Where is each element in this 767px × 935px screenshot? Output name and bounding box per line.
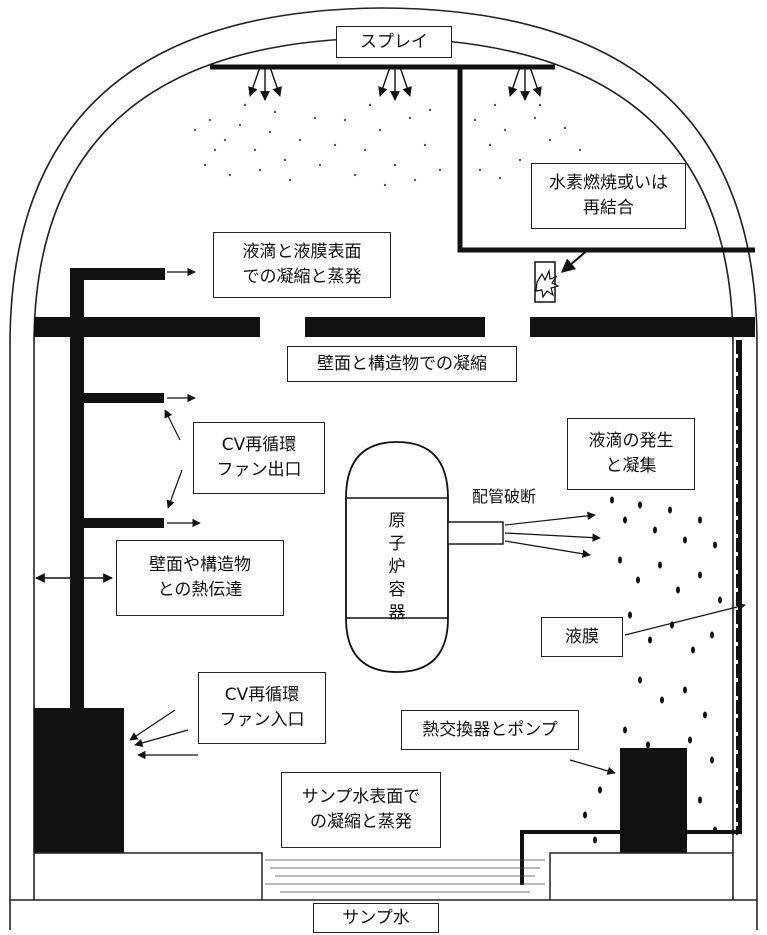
droplet-generation-label: 液滴の発生 と凝集 xyxy=(567,418,695,490)
cv-fan-inlet-line1: CV再循環 xyxy=(224,685,300,706)
cv-duct-vertical xyxy=(70,268,84,708)
combustion-burst-icon xyxy=(535,268,560,299)
cv-duct-mid-outlet xyxy=(84,393,164,403)
heat-exchanger-pump-text: 熱交換器とポンプ xyxy=(422,719,558,740)
hydrogen-arrow xyxy=(560,247,591,273)
droplet-film-condensation-line1: 液滴と液膜表面 xyxy=(242,242,362,263)
droplet-generation-line2: と凝集 xyxy=(605,456,657,476)
floor-slab-left xyxy=(34,317,260,337)
cv-duct-low-outlet xyxy=(84,518,164,528)
sump-surface-line1: サンプ水表面で xyxy=(301,787,421,808)
cv-fan-outlet-line1: CV再循環 xyxy=(221,435,297,456)
hydrogen-combustion-line1: 水素燃焼或いは xyxy=(549,173,668,194)
heat-exchanger-pump-unit xyxy=(620,748,687,853)
floor-slab-middle xyxy=(305,317,485,337)
spray-label-text: スプレイ xyxy=(360,31,428,52)
hydrogen-combustion-label: 水素燃焼或いは 再結合 xyxy=(531,163,686,229)
droplet-film-condensation-label: 液滴と液膜表面 での凝縮と蒸発 xyxy=(213,232,391,298)
spray-label: スプレイ xyxy=(336,26,452,58)
cv-duct-top-outlet xyxy=(70,268,165,280)
broken-pipe xyxy=(447,521,504,545)
recirculation-pipe xyxy=(520,340,742,885)
wall-heat-transfer-label: 壁面や構造物 との熱伝達 xyxy=(116,540,284,616)
liquid-film-label: 液膜 xyxy=(541,617,623,657)
reactor-vessel-label: 原子炉容器 xyxy=(388,511,406,623)
containment-outer-wall xyxy=(9,7,758,930)
wall-structure-condensation-text: 壁面と構造物での凝縮 xyxy=(317,353,487,374)
cv-fan-inlet-line2: ファン入口 xyxy=(219,710,305,730)
wall-heat-transfer-line1: 壁面や構造物 xyxy=(149,555,251,576)
wall-heat-transfer-line2: との熱伝達 xyxy=(157,580,243,600)
sump-water-surface xyxy=(265,859,545,893)
floor-slab-right xyxy=(530,317,755,337)
pipe-break-label: 配管破断 xyxy=(472,487,537,506)
spray-droplets xyxy=(193,103,582,187)
sump-pit xyxy=(34,852,263,900)
droplet-film-condensation-line2: での凝縮と蒸発 xyxy=(242,267,362,287)
wall-structure-condensation-label: 壁面と構造物での凝縮 xyxy=(287,346,517,382)
sump-surface-label: サンプ水表面で の凝縮と蒸発 xyxy=(281,772,441,848)
hydrogen-combustion-line2: 再結合 xyxy=(583,198,634,218)
spray-supply-pipe xyxy=(457,67,755,253)
cv-fan-outlet-line2: ファン出口 xyxy=(216,460,302,480)
droplet-generation-line1: 液滴の発生 xyxy=(588,431,674,452)
cv-fan-unit xyxy=(34,708,124,853)
liquid-film-arrow xyxy=(624,602,746,636)
heat-exchanger-pump-label: 熱交換器とポンプ xyxy=(401,710,579,750)
cv-fan-outlet-label: CV再循環 ファン出口 xyxy=(193,422,325,494)
cv-fan-inlet-label: CV再循環 ファン入口 xyxy=(198,672,326,744)
sump-water-label: サンプ水 xyxy=(313,903,439,933)
sump-water-text: サンプ水 xyxy=(342,907,410,928)
liquid-film-text: 液膜 xyxy=(565,626,599,647)
spray-nozzle-arrows xyxy=(248,66,542,101)
sump-surface-line2: の凝縮と蒸発 xyxy=(310,812,412,832)
